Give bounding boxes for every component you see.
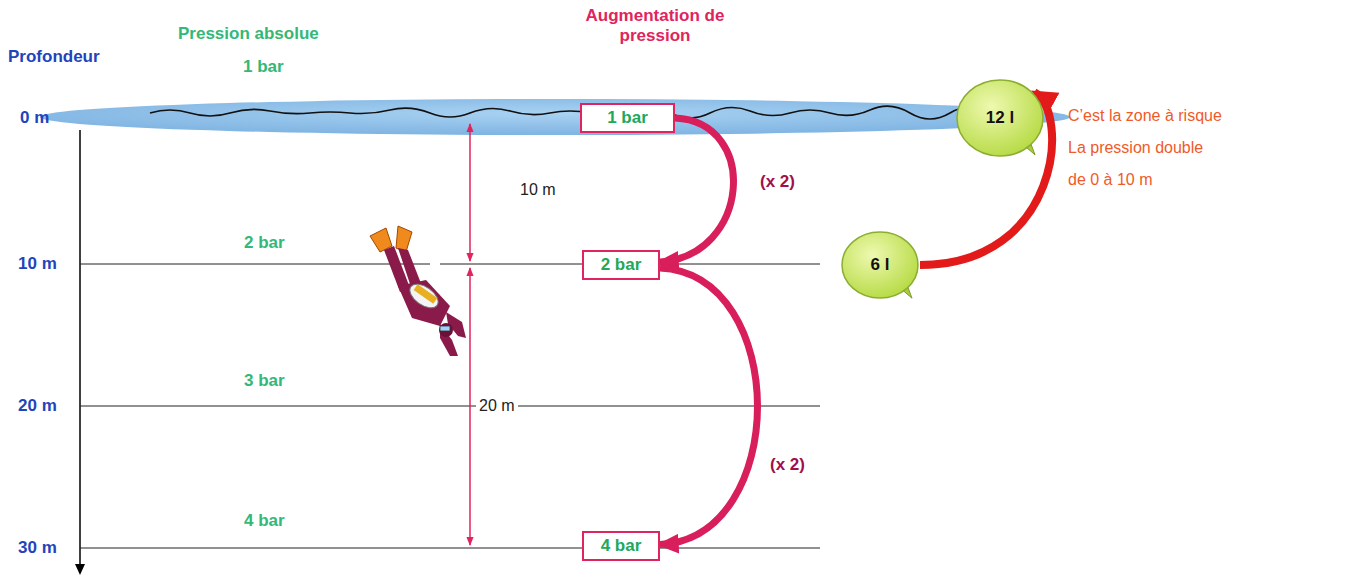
- pressure-value: 3 bar: [244, 371, 285, 391]
- depth-value: 20 m: [18, 396, 57, 416]
- volume-value: 12 l: [986, 108, 1014, 128]
- depth-value: 30 m: [18, 538, 57, 558]
- factor-label: (x 2): [760, 172, 795, 192]
- note-text: La pression double: [1068, 138, 1203, 158]
- diver: [370, 226, 466, 356]
- factor-label: (x 2): [770, 455, 805, 475]
- column-title: Pression absolue: [178, 24, 319, 44]
- depth-line: [80, 264, 430, 265]
- water-surface: [40, 99, 1070, 135]
- balloon-outline: [957, 80, 1043, 156]
- pressure-value: 1 bar: [607, 108, 648, 128]
- pressure-value: 1 bar: [243, 57, 284, 77]
- axis-title: Profondeur: [8, 47, 100, 67]
- depth-line: [80, 548, 820, 549]
- volume-balloon: 6 l: [840, 230, 920, 300]
- pressure-value: 4 bar: [601, 536, 642, 556]
- dimension-label: 10 m: [520, 180, 556, 200]
- depth-line: [80, 406, 820, 407]
- note-text: C’est la zone à risque: [1068, 106, 1222, 126]
- depth-value: 10 m: [18, 254, 57, 274]
- dimension-label: 20 m: [476, 396, 518, 416]
- volume-value: 6 l: [871, 255, 890, 275]
- axis-head: [75, 564, 85, 575]
- curved-arrow: [660, 118, 733, 262]
- depth-value: 0 m: [20, 108, 49, 128]
- pressure-value: 2 bar: [601, 255, 642, 275]
- depth-axis: [79, 130, 81, 566]
- balloon-outline: [842, 232, 918, 298]
- pressure-value: 4 bar: [244, 511, 285, 531]
- curved-arrow: [660, 268, 758, 545]
- pressure-box: 1 bar: [580, 103, 675, 133]
- dimension-arrow: [469, 268, 471, 545]
- volume-balloon: 12 l: [955, 78, 1045, 158]
- note-text: de 0 à 10 m: [1068, 170, 1153, 190]
- pressure-box: 4 bar: [582, 531, 660, 561]
- pressure-box: 2 bar: [582, 250, 660, 280]
- dimension-arrow: [469, 124, 471, 261]
- pressure-value: 2 bar: [244, 233, 285, 253]
- column-title: Augmentation de pression: [575, 6, 735, 46]
